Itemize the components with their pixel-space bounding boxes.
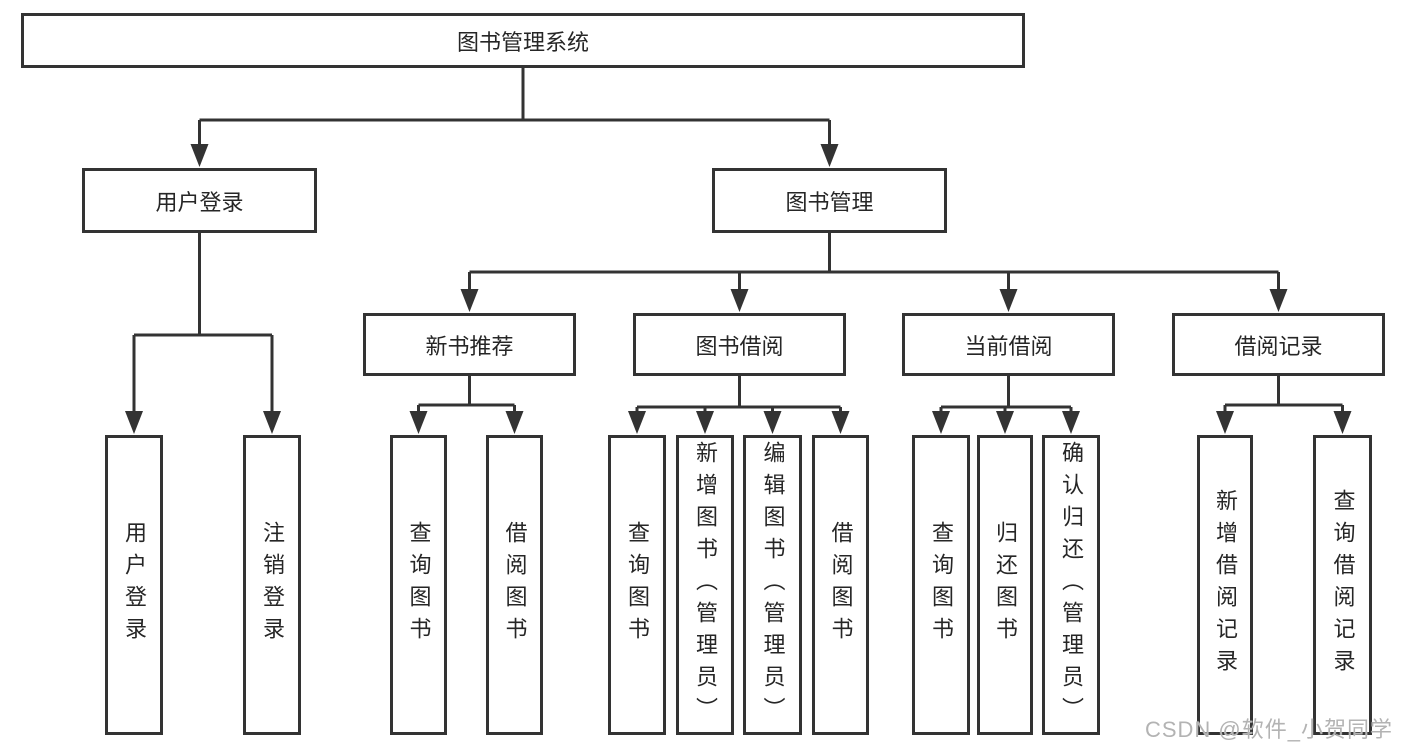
arrowhead-icon	[409, 411, 428, 434]
node-leaf-borrow-book-b: 借阅图书	[812, 435, 869, 735]
arrowhead-icon	[1062, 411, 1080, 434]
node-label-current-borrow: 当前借阅	[964, 333, 1053, 359]
node-label-leaf-borrow-book-a: 借阅图书	[502, 521, 528, 649]
arrowhead-icon	[820, 144, 839, 167]
node-borrow-record: 借阅记录	[1172, 313, 1385, 376]
node-leaf-add-book: 新增图书（管理员）	[676, 435, 734, 735]
node-label-leaf-logout: 注销登录	[260, 521, 285, 649]
connector-book-management	[468, 233, 1280, 295]
node-label-new-book-recommend: 新书推荐	[425, 333, 514, 359]
node-leaf-logout: 注销登录	[243, 435, 301, 735]
arrowhead-icon	[1269, 289, 1288, 312]
node-leaf-query-record: 查询借阅记录	[1313, 435, 1372, 735]
node-label-leaf-borrow-book-b: 借阅图书	[828, 521, 854, 649]
node-leaf-query-book-a: 查询图书	[390, 435, 447, 735]
node-leaf-edit-book: 编辑图书（管理员）	[743, 435, 802, 735]
arrowhead-icon	[460, 289, 479, 312]
node-book-management: 图书管理	[712, 168, 947, 233]
connector-book-borrow	[635, 376, 842, 417]
node-label-leaf-query-record: 查询借阅记录	[1330, 489, 1356, 681]
arrowhead-icon	[831, 411, 850, 434]
arrowhead-icon	[999, 289, 1018, 312]
node-label-leaf-query-book-b: 查询图书	[625, 521, 650, 649]
node-leaf-query-book-c: 查询图书	[912, 435, 970, 735]
node-leaf-user-login: 用户登录	[105, 435, 163, 735]
node-label-leaf-query-book-a: 查询图书	[406, 521, 432, 649]
node-root: 图书管理系统	[21, 13, 1025, 68]
arrowhead-icon	[696, 411, 714, 434]
connector-user-login	[132, 233, 274, 417]
node-current-borrow: 当前借阅	[902, 313, 1115, 376]
arrowhead-icon	[1216, 411, 1234, 434]
arrowhead-icon	[730, 289, 749, 312]
node-label-leaf-add-record: 新增借阅记录	[1213, 489, 1238, 681]
node-label-leaf-edit-book: 编辑图书（管理员）	[760, 441, 786, 729]
arrowhead-icon	[505, 411, 524, 434]
node-label-root: 图书管理系统	[456, 29, 589, 55]
watermark-text: CSDN @软件_小贺同学	[1144, 717, 1393, 742]
node-label-leaf-confirm-return: 确认归还（管理员）	[1059, 441, 1084, 729]
node-label-book-management: 图书管理	[785, 189, 874, 215]
node-label-user-login: 用户登录	[155, 189, 244, 215]
node-leaf-confirm-return: 确认归还（管理员）	[1042, 435, 1100, 735]
arrowhead-icon	[190, 144, 209, 167]
node-label-leaf-return-book: 归还图书	[993, 521, 1018, 649]
node-label-borrow-record: 借阅记录	[1234, 333, 1323, 359]
connector-new-book-recommend	[417, 376, 516, 417]
node-label-leaf-query-book-c: 查询图书	[929, 521, 954, 649]
arrowhead-icon	[932, 411, 950, 434]
arrowhead-icon	[263, 411, 281, 434]
node-new-book-recommend: 新书推荐	[363, 313, 576, 376]
node-book-borrow: 图书借阅	[633, 313, 846, 376]
arrowhead-icon	[628, 411, 646, 434]
node-user-login: 用户登录	[82, 168, 317, 233]
arrowhead-icon	[996, 411, 1014, 434]
connector-borrow-record	[1223, 376, 1344, 417]
node-label-book-borrow: 图书借阅	[695, 333, 784, 359]
arrowhead-icon	[1333, 411, 1352, 434]
node-leaf-add-record: 新增借阅记录	[1197, 435, 1253, 735]
node-leaf-borrow-book-a: 借阅图书	[486, 435, 543, 735]
arrowhead-icon	[125, 411, 143, 434]
node-leaf-return-book: 归还图书	[977, 435, 1033, 735]
node-label-leaf-add-book: 新增图书（管理员）	[693, 441, 718, 729]
arrowhead-icon	[763, 411, 782, 434]
connector-current-borrow	[939, 376, 1073, 417]
node-leaf-query-book-b: 查询图书	[608, 435, 666, 735]
node-label-leaf-user-login: 用户登录	[122, 521, 147, 649]
connector-root	[198, 68, 831, 150]
